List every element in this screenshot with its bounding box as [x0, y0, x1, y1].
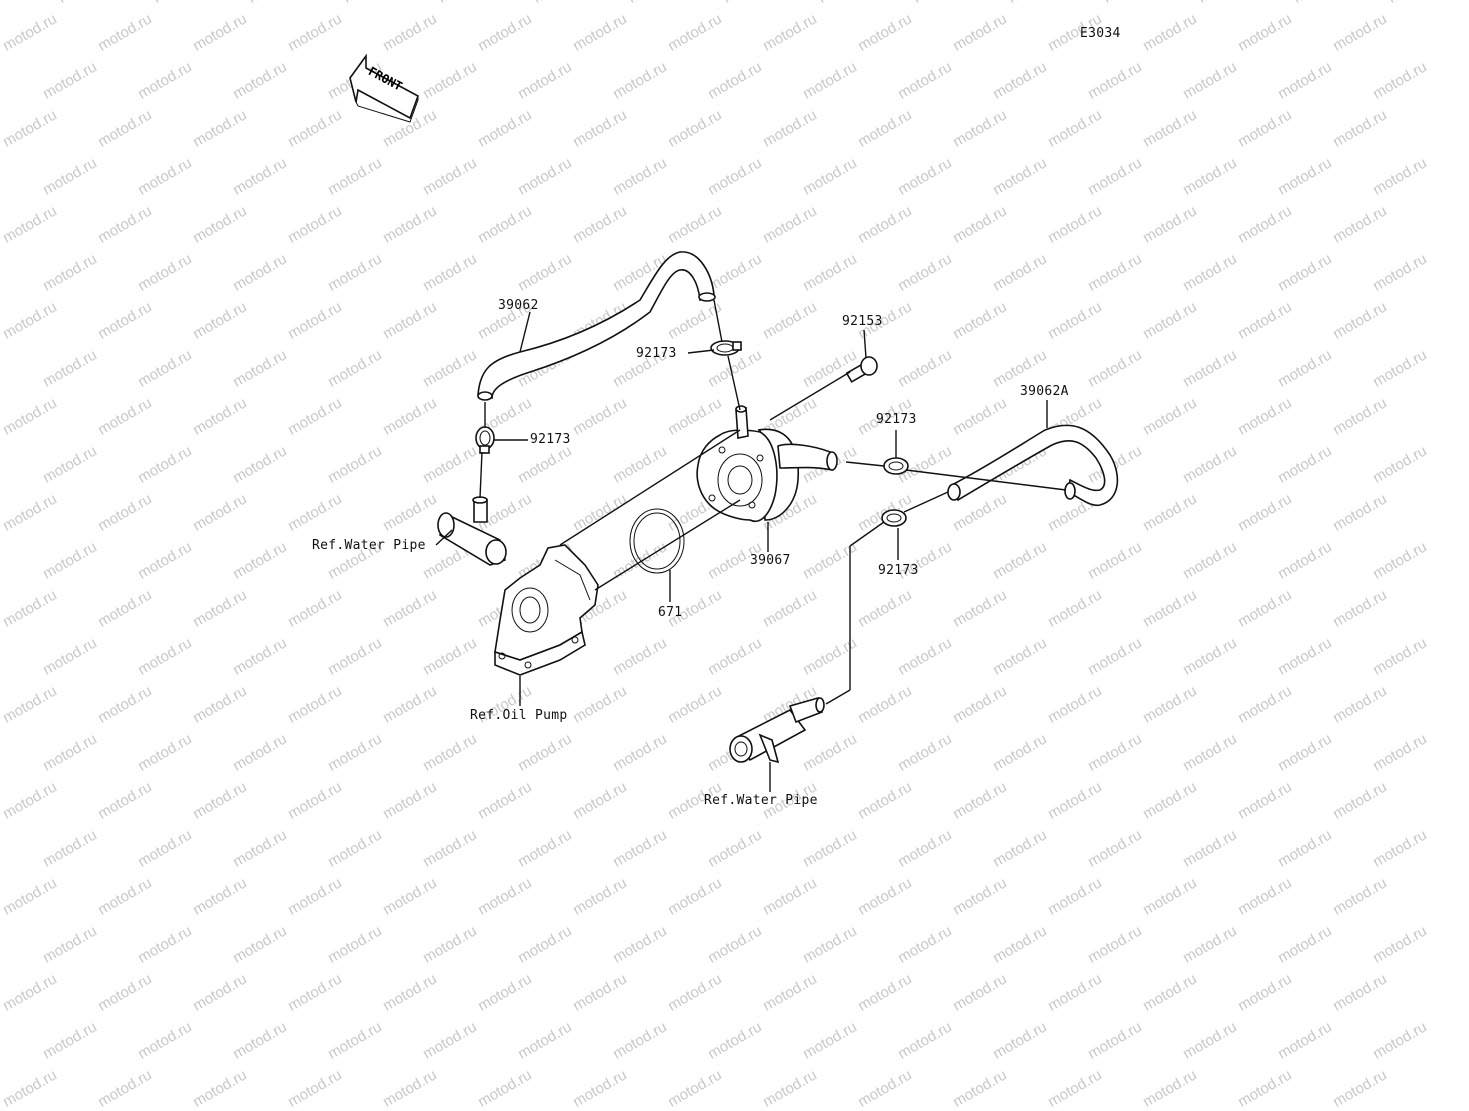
clamp-left-icon	[475, 426, 495, 454]
o-ring-671	[629, 508, 685, 574]
front-arrow-icon: FRONT	[349, 53, 419, 123]
part-label-92173-top[interactable]: 92173	[636, 346, 677, 361]
clamp-top-icon	[710, 340, 742, 356]
ref-water-pipe-bottom[interactable]: Ref.Water Pipe	[704, 793, 818, 808]
assembly-lines	[435, 299, 1067, 792]
part-label-39062[interactable]: 39062	[498, 298, 539, 313]
ref-oil-pump[interactable]: Ref.Oil Pump	[470, 708, 568, 723]
part-label-39067[interactable]: 39067	[750, 553, 791, 568]
part-label-39062a[interactable]: 39062A	[1020, 384, 1069, 399]
part-label-92153[interactable]: 92153	[842, 314, 883, 329]
part-label-92173-right-lower[interactable]: 92173	[878, 563, 919, 578]
water-pipe-left	[437, 496, 507, 566]
hose-39062	[477, 251, 716, 401]
oil-cooler-39067	[696, 405, 838, 522]
hose-39062a	[947, 424, 1119, 507]
clamp-right-upper-icon	[883, 457, 909, 475]
water-pipe-bottom	[729, 697, 825, 764]
part-label-92173-left[interactable]: 92173	[530, 432, 571, 447]
ref-water-pipe-left[interactable]: Ref.Water Pipe	[312, 538, 426, 553]
part-label-92173-right-upper[interactable]: 92173	[876, 412, 917, 427]
bolt-92153-icon	[845, 356, 878, 383]
clamp-right-lower-icon	[881, 509, 907, 527]
diagram-code: E3034	[1080, 26, 1121, 41]
oil-pump	[494, 544, 599, 676]
part-label-671[interactable]: 671	[658, 605, 683, 620]
